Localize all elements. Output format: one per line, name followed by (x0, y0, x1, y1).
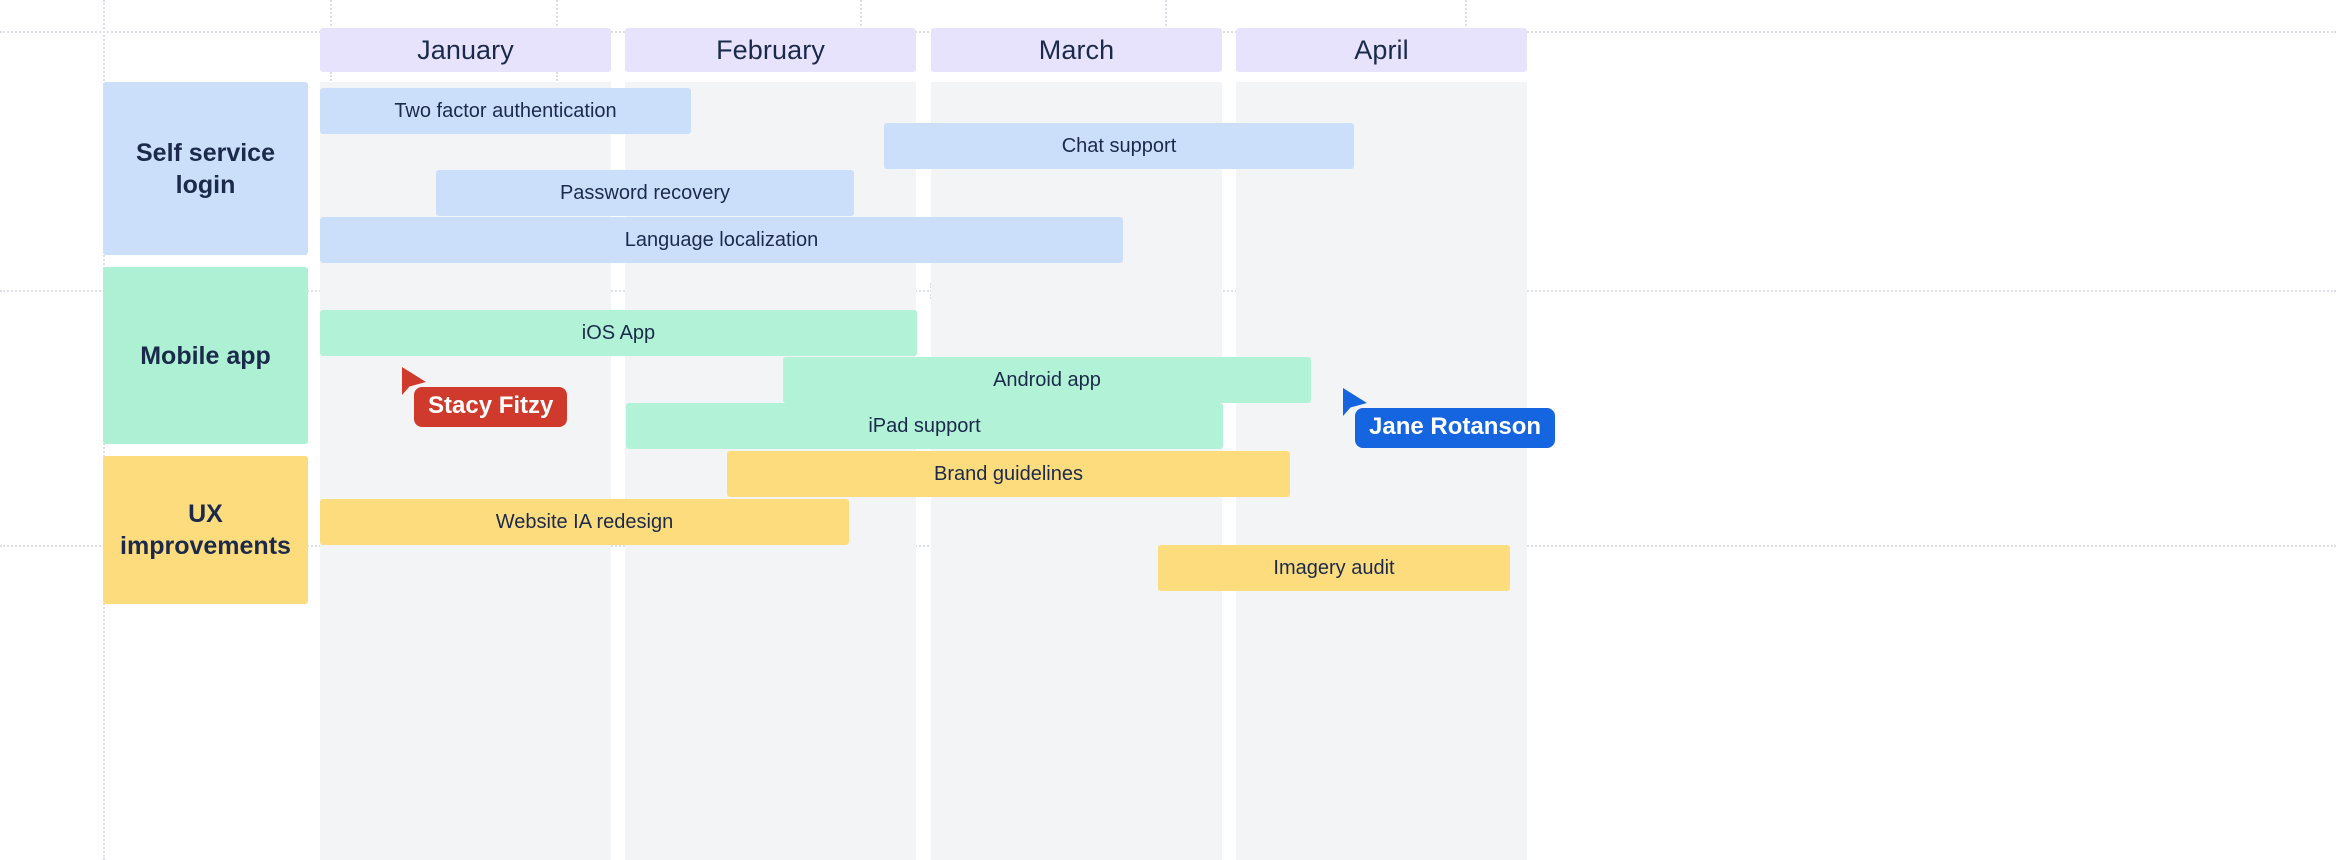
guide-line-vertical (556, 72, 558, 88)
month-header-january[interactable]: January (320, 28, 611, 72)
task-bar-brand-guidelines[interactable]: Brand guidelines (727, 451, 1290, 497)
task-bar-android-app[interactable]: Android app (783, 357, 1311, 403)
guide-line-vertical (860, 0, 862, 30)
guide-line-vertical (330, 0, 332, 30)
guide-line-vertical (1165, 0, 1167, 30)
task-bar-language-localization[interactable]: Language localization (320, 217, 1123, 263)
month-header-february[interactable]: February (625, 28, 916, 72)
month-header-april[interactable]: April (1236, 28, 1527, 72)
task-bar-two-factor-authentication[interactable]: Two factor authentication (320, 88, 691, 134)
group-label-mobile-app[interactable]: Mobile app (103, 267, 308, 444)
task-bar-ipad-support[interactable]: iPad support (626, 403, 1223, 449)
month-header-march[interactable]: March (931, 28, 1222, 72)
task-bar-website-ia-redesign[interactable]: Website IA redesign (320, 499, 849, 545)
task-bar-password-recovery[interactable]: Password recovery (436, 170, 854, 216)
group-label-text: Mobile app (140, 341, 271, 370)
task-bar-chat-support[interactable]: Chat support (884, 123, 1354, 169)
task-bar-imagery-audit[interactable]: Imagery audit (1158, 545, 1510, 591)
guide-line-vertical (556, 0, 558, 30)
guide-line-vertical (330, 72, 332, 88)
task-bar-ios-app[interactable]: iOS App (320, 310, 917, 356)
guide-line-vertical (1465, 0, 1467, 30)
